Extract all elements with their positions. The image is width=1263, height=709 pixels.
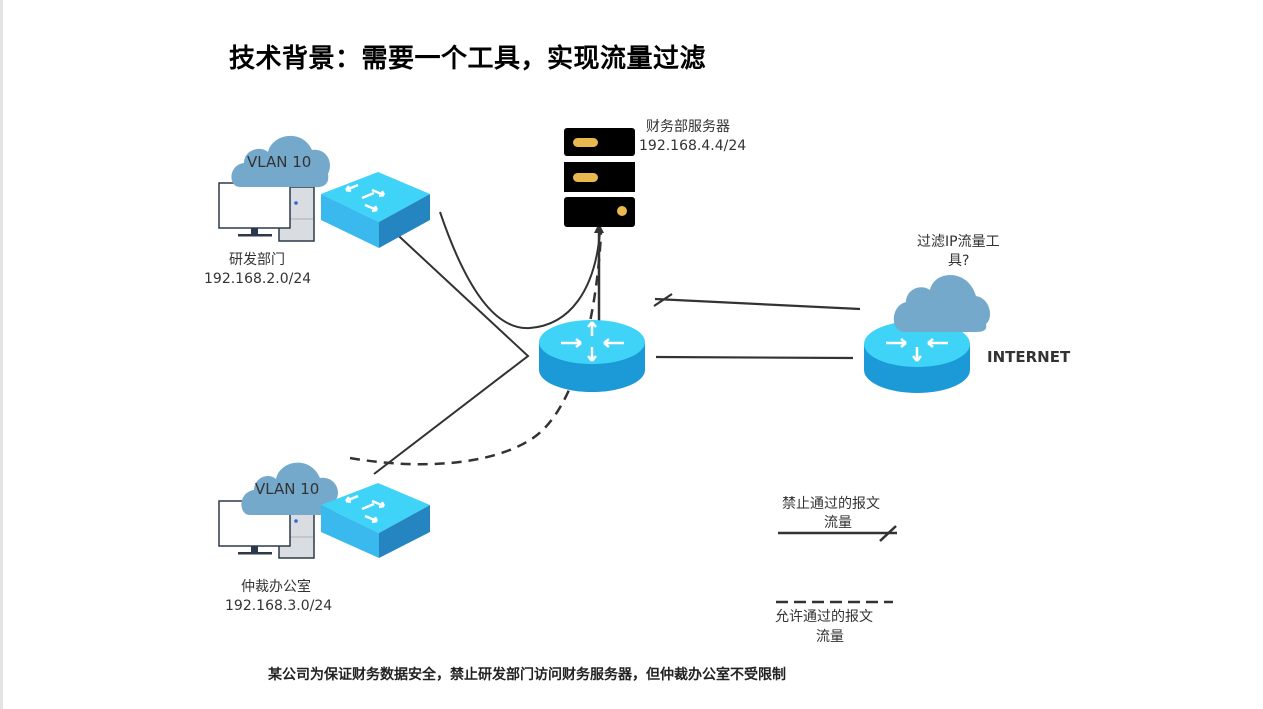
legend-blocked-label-line2: 流量 (824, 515, 852, 531)
arbitration-office-name: 仲裁办公室 (241, 579, 311, 595)
internet-label: INTERNET (987, 348, 1071, 366)
page-title: 技术背景：需要一个工具，实现流量过滤 (229, 44, 707, 74)
server-icon (564, 128, 635, 227)
blocked-link-filter-to-router (654, 297, 861, 311)
cloud-icon-filter-tool (893, 274, 991, 332)
link-router-to-internet (655, 355, 854, 360)
switch-icon-arbitration (321, 483, 430, 558)
legend-allowed-label-line2: 流量 (816, 629, 844, 645)
rd-dept-name: 研发部门 (229, 252, 285, 268)
block-mark (653, 293, 673, 307)
pc-icon-rd (218, 182, 315, 242)
legend-blocked-label-line1: 禁止通过的报文 (782, 496, 880, 512)
legend (776, 525, 897, 604)
connections (349, 211, 861, 475)
legend-allowed-label-line1: 允许通过的报文 (775, 609, 873, 625)
diagram-caption: 某公司为保证财务数据安全，禁止研发部门访问财务服务器，但仲裁办公室不受限制 (268, 667, 786, 683)
filter-tool-label-line2: 具? (948, 253, 970, 269)
rd-dept-subnet: 192.168.2.0/24 (204, 271, 312, 287)
window-edge (0, 0, 3, 709)
server-name: 财务部服务器 (646, 119, 730, 135)
filter-tool-label-line1: 过滤IP流量工 (917, 234, 1000, 250)
switch-icon-rd (321, 172, 430, 248)
vlan-label-arbitration: VLAN 10 (255, 480, 320, 498)
arbitration-office-subnet: 192.168.3.0/24 (225, 598, 333, 614)
router-icon-core (539, 320, 645, 392)
cloud-icon-rd (231, 135, 331, 188)
blocked-path-rd-to-server (439, 211, 601, 330)
vlan-label-rd: VLAN 10 (247, 153, 312, 171)
server-ip: 192.168.4.4/24 (639, 138, 747, 154)
link-rd-switch-to-router (373, 225, 530, 475)
router-icon-internet (864, 321, 970, 393)
cloud-icon-arbitration (241, 462, 339, 515)
legend-block-mark (879, 525, 897, 542)
allowed-path-arb-to-server (349, 231, 603, 466)
